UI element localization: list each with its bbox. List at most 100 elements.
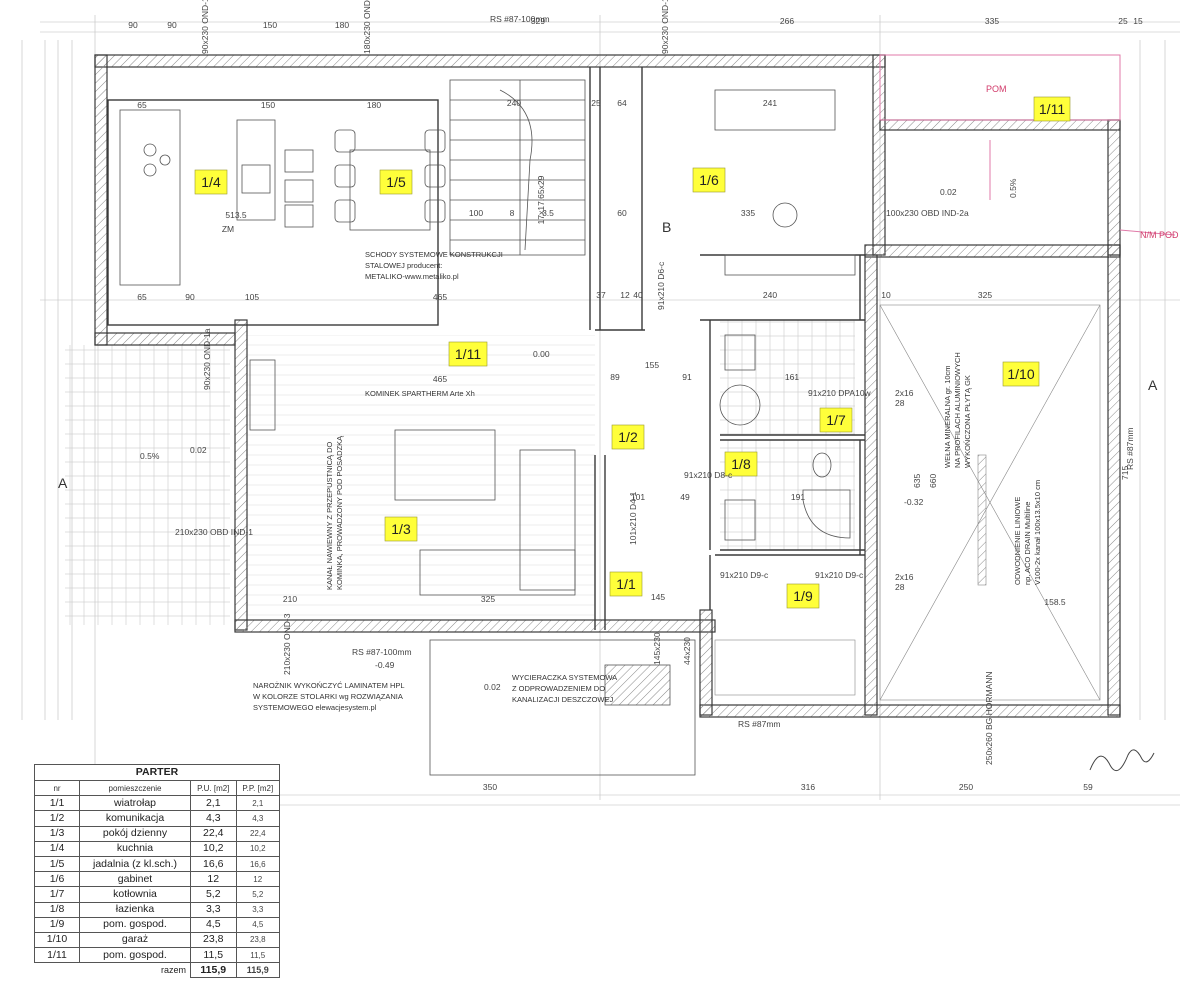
room-schedule-table: PARTER nr pomieszczenie P.U. [m2] P.P. [… — [34, 764, 280, 979]
svg-text:100x230 OBD IND-2a: 100x230 OBD IND-2a — [886, 208, 969, 218]
room-tag-1-8[interactable]: 1/8 — [724, 451, 758, 477]
svg-text:0.5%: 0.5% — [140, 451, 160, 461]
room-tags: 1/4 1/5 1/6 1/11 1/11 1/2 1/3 1/1 1/7 1/… — [194, 96, 1071, 609]
row-room-name: pom. gospod. — [79, 947, 191, 964]
revision-marks — [879, 54, 1176, 236]
room-tag-1-9[interactable]: 1/9 — [786, 583, 820, 609]
row-pp: 5,2 — [235, 886, 280, 903]
svg-text:NAROŻNIK WYKOŃCZYĆ LAMINATEM H: NAROŻNIK WYKOŃCZYĆ LAMINATEM HPL — [253, 681, 405, 690]
kitchen-furniture — [119, 109, 314, 286]
room-tag-1-10[interactable]: 1/10 — [1002, 361, 1040, 387]
row-pp: 10,2 — [235, 840, 280, 857]
svg-text:KOMINEK SPARTHERM Arte Xh: KOMINEK SPARTHERM Arte Xh — [365, 389, 475, 398]
svg-text:25: 25 — [591, 98, 601, 108]
svg-text:180: 180 — [367, 100, 381, 110]
cooktop-burner — [143, 143, 157, 157]
row-nr: 1/11 — [34, 947, 80, 964]
row-room-name: wiatrołap — [79, 795, 191, 812]
row-room-name: łazienka — [79, 901, 191, 918]
dim-rs-top: RS #87-100mm — [490, 14, 550, 24]
total-label: razem — [79, 962, 191, 978]
staircase — [449, 79, 586, 256]
svg-text:1/2: 1/2 — [618, 429, 638, 445]
svg-text:325: 325 — [481, 594, 495, 604]
svg-text:KANALIZACJI DESZCZOWEJ: KANALIZACJI DESZCZOWEJ — [512, 695, 614, 704]
svg-text:1/7: 1/7 — [826, 412, 846, 428]
svg-text:1/6: 1/6 — [699, 172, 719, 188]
svg-text:90: 90 — [185, 292, 195, 302]
row-pu: 5,2 — [190, 886, 237, 903]
svg-text:N/M POD: N/M POD — [1140, 230, 1179, 240]
row-pp: 16,6 — [235, 855, 280, 873]
svg-text:0.02: 0.02 — [190, 445, 207, 455]
row-nr: 1/9 — [34, 916, 80, 933]
room-tag-1-5[interactable]: 1/5 — [379, 169, 413, 195]
row-room-name: pom. gospod. — [79, 916, 191, 933]
svg-text:91x210 D8-c: 91x210 D8-c — [684, 470, 733, 480]
svg-text:44x230: 44x230 — [682, 637, 692, 665]
cooktop-burner — [159, 154, 171, 166]
svg-text:ZM: ZM — [222, 224, 234, 234]
total-pp: 115,9 — [235, 962, 280, 979]
svg-text:W KOLORZE STOLARKI wg ROZWIĄZA: W KOLORZE STOLARKI wg ROZWIĄZANIA — [253, 692, 403, 701]
room-tag-1-2[interactable]: 1/2 — [611, 424, 645, 450]
row-nr: 1/10 — [34, 931, 80, 949]
svg-text:91: 91 — [682, 372, 692, 382]
bathroom-fixtures — [719, 334, 851, 541]
toilet-icon — [812, 452, 832, 478]
svg-text:NA PROFILACH ALUMINIOWYCH: NA PROFILACH ALUMINIOWYCH — [953, 352, 962, 468]
schedule-title: PARTER — [34, 764, 280, 781]
signature-mark — [1089, 749, 1155, 772]
svg-text:660: 660 — [928, 474, 938, 488]
dim-top-7: 25 — [1118, 16, 1128, 26]
total-pu: 115,9 — [190, 962, 237, 979]
svg-text:STALOWEJ producent:: STALOWEJ producent: — [365, 261, 442, 270]
room-tag-1-7[interactable]: 1/7 — [819, 407, 853, 433]
svg-text:37: 37 — [596, 290, 606, 300]
row-pp: 4,3 — [235, 810, 280, 827]
row-pu: 22,4 — [190, 825, 237, 842]
svg-text:240: 240 — [763, 290, 777, 300]
svg-text:12: 12 — [620, 290, 630, 300]
svg-text:240: 240 — [507, 98, 521, 108]
room-tag-1-1[interactable]: 1/1 — [609, 571, 643, 597]
svg-text:V100-2x kanał 100x13.5x10 cm: V100-2x kanał 100x13.5x10 cm — [1033, 480, 1042, 585]
door-labels: 90x230 OND-1b 180x230 OND-2 90x230 OND-1… — [175, 0, 994, 765]
row-room-name: gabinet — [79, 871, 191, 888]
svg-text:1/11: 1/11 — [1039, 101, 1065, 117]
svg-text:3.5: 3.5 — [542, 208, 554, 218]
svg-text:1/8: 1/8 — [731, 456, 751, 472]
annotation-notes: SCHODY SYSTEMOWE KONSTRUKCJI STALOWEJ pr… — [253, 84, 1179, 712]
room-tag-1-4[interactable]: 1/4 — [194, 169, 228, 195]
svg-text:91x210 D6-c: 91x210 D6-c — [656, 261, 666, 310]
svg-text:513.5: 513.5 — [225, 210, 247, 220]
svg-text:105: 105 — [245, 292, 259, 302]
svg-text:65: 65 — [137, 100, 147, 110]
room-tag-1-3[interactable]: 1/3 — [384, 516, 418, 542]
svg-text:316: 316 — [801, 782, 815, 792]
svg-text:90x230 OND-1b: 90x230 OND-1b — [660, 0, 670, 54]
svg-text:1/4: 1/4 — [201, 174, 221, 190]
svg-text:METALIKO-www.metaliko.pl: METALIKO-www.metaliko.pl — [365, 272, 459, 281]
svg-text:0.02: 0.02 — [484, 682, 501, 692]
row-room-name: kotłownia — [79, 886, 191, 903]
svg-text:-0.32: -0.32 — [904, 497, 924, 507]
svg-text:1/5: 1/5 — [386, 174, 406, 190]
svg-text:28: 28 — [895, 582, 905, 592]
row-pp: 11,5 — [235, 947, 280, 964]
svg-text:64: 64 — [617, 98, 627, 108]
schedule-header-row: nr pomieszczenie P.U. [m2] P.P. [m2] — [34, 779, 280, 797]
svg-text:241: 241 — [763, 98, 777, 108]
room-tag-1-6[interactable]: 1/6 — [692, 167, 726, 193]
svg-text:POM: POM — [986, 84, 1007, 94]
svg-text:RS #87-100mm: RS #87-100mm — [352, 647, 412, 657]
svg-text:158.5: 158.5 — [1044, 597, 1066, 607]
row-pu: 4,3 — [190, 810, 237, 827]
room-tag-1-11[interactable]: 1/11 — [448, 341, 488, 367]
svg-text:2x16: 2x16 — [895, 388, 914, 398]
room-tag-1-11-top[interactable]: 1/11 — [1033, 96, 1071, 122]
